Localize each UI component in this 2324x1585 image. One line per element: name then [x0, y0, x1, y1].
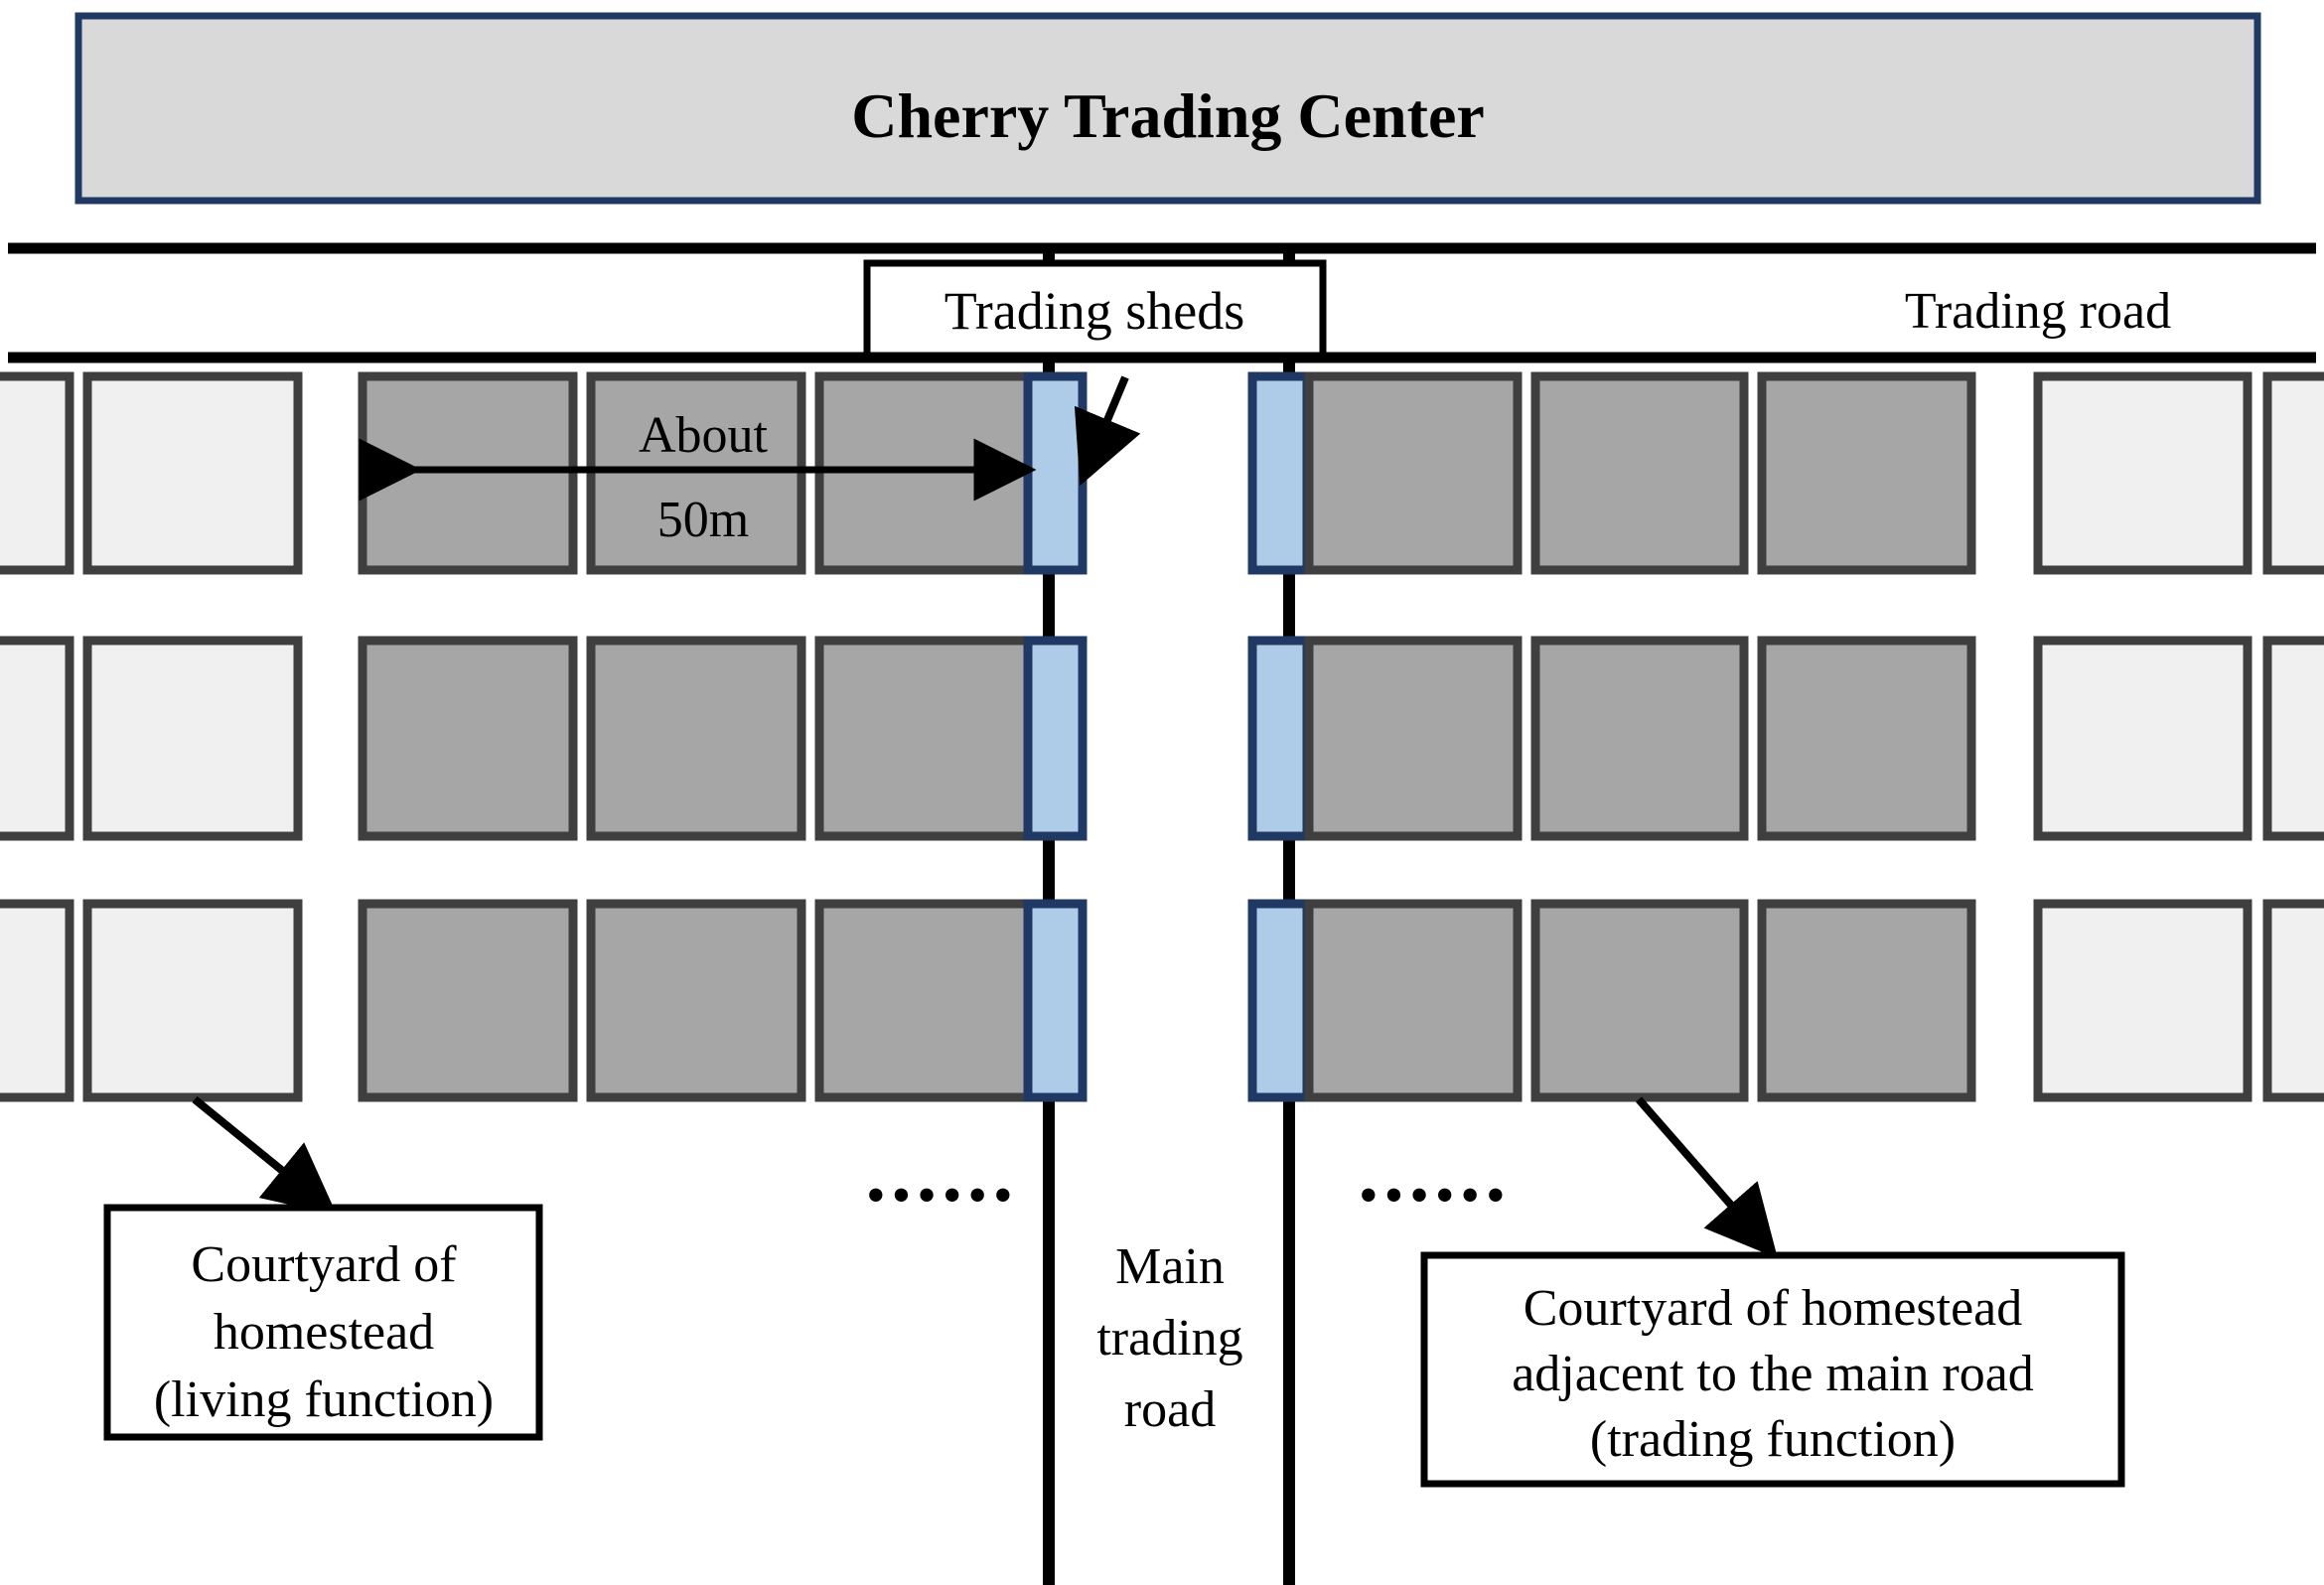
living-courtyard[interactable] — [82, 371, 303, 575]
trading-courtyard-label-box — [1420, 1251, 2125, 1488]
trading-courtyard-leader-arrow — [1635, 1096, 1778, 1259]
dimension-label-line1: About — [639, 407, 769, 464]
living-courtyard-leader-arrow — [192, 1095, 338, 1216]
courtyard-row-1 — [0, 371, 2324, 575]
living-courtyard[interactable] — [2262, 371, 2324, 575]
trading-courtyard-callout: Courtyard of homestead adjacent to the m… — [1420, 1096, 2125, 1488]
living-courtyard-callout: Courtyard of homestead (living function) — [103, 1095, 543, 1441]
trading-courtyard-label-line2: adjacent to the main road — [1512, 1346, 2034, 1402]
continuation-marks: •••••• •••••• — [866, 1165, 1512, 1226]
main-trading-road-label-line1: Main — [1115, 1238, 1225, 1295]
living-courtyard[interactable] — [0, 899, 74, 1102]
trading-courtyard[interactable] — [1757, 899, 1976, 1102]
trading-road-label: Trading road — [1905, 283, 2171, 340]
title-banner-box — [74, 12, 2261, 205]
courtyard-row-3 — [0, 899, 2324, 1102]
ellipsis-left: •••••• — [866, 1165, 1019, 1226]
trading-shed[interactable] — [1247, 899, 1312, 1102]
trading-courtyard[interactable] — [586, 899, 806, 1102]
trading-sheds-callout: Trading sheds — [863, 259, 1327, 487]
main-trading-road-label-line2: trading — [1096, 1310, 1242, 1367]
trading-courtyard[interactable] — [814, 636, 1035, 841]
living-courtyard-label-line1: Courtyard of — [191, 1236, 457, 1293]
trading-courtyard[interactable] — [814, 899, 1035, 1102]
main-trading-road-label-line3: road — [1124, 1381, 1216, 1438]
trading-courtyard[interactable] — [1530, 636, 1749, 841]
trading-shed[interactable] — [1247, 371, 1312, 575]
trading-courtyard[interactable] — [1757, 636, 1976, 841]
living-courtyard[interactable] — [82, 636, 303, 841]
trading-courtyard[interactable] — [1530, 899, 1749, 1102]
trading-courtyard[interactable] — [1757, 371, 1976, 575]
living-courtyard[interactable] — [2033, 371, 2252, 575]
trading-shed[interactable] — [1023, 899, 1088, 1102]
living-courtyard-label-box — [103, 1204, 543, 1441]
trading-courtyard-label-line3: (trading function) — [1590, 1411, 1956, 1468]
trading-sheds-label: Trading sheds — [944, 281, 1245, 341]
trading-courtyard[interactable] — [358, 636, 578, 841]
living-courtyard-label-line2: homestead — [214, 1304, 434, 1361]
living-courtyard[interactable] — [2262, 899, 2324, 1102]
title-banner: Cherry Trading Center — [74, 12, 2261, 205]
ellipsis-right: •••••• — [1359, 1165, 1512, 1226]
living-courtyard[interactable] — [0, 371, 74, 575]
living-courtyard[interactable] — [2262, 636, 2324, 841]
trading-sheds-leader-arrow — [1074, 375, 1141, 487]
trading-shed[interactable] — [1023, 636, 1088, 841]
trading-courtyard[interactable] — [358, 899, 578, 1102]
trading-courtyard[interactable] — [1304, 371, 1523, 575]
page-title: Cherry Trading Center — [851, 80, 1485, 151]
trading-courtyard[interactable] — [1304, 636, 1523, 841]
living-courtyard[interactable] — [2033, 636, 2252, 841]
courtyard-row-2 — [0, 636, 2324, 841]
living-courtyard[interactable] — [2033, 899, 2252, 1102]
trading-courtyard-label-line1: Courtyard of homestead — [1524, 1280, 2023, 1337]
trading-sheds-label-box — [863, 259, 1327, 360]
dimension-label-line2: 50m — [657, 492, 749, 548]
trading-courtyard[interactable] — [586, 636, 806, 841]
living-courtyard[interactable] — [0, 636, 74, 841]
trading-courtyard[interactable] — [1304, 899, 1523, 1102]
trading-shed[interactable] — [1247, 636, 1312, 841]
trading-courtyard[interactable] — [1530, 371, 1749, 575]
trading-shed[interactable] — [1023, 371, 1088, 575]
living-courtyard-label-line3: (living function) — [154, 1371, 494, 1428]
living-courtyard[interactable] — [82, 899, 303, 1102]
dimension-about-50m: About 50m — [359, 407, 1037, 548]
